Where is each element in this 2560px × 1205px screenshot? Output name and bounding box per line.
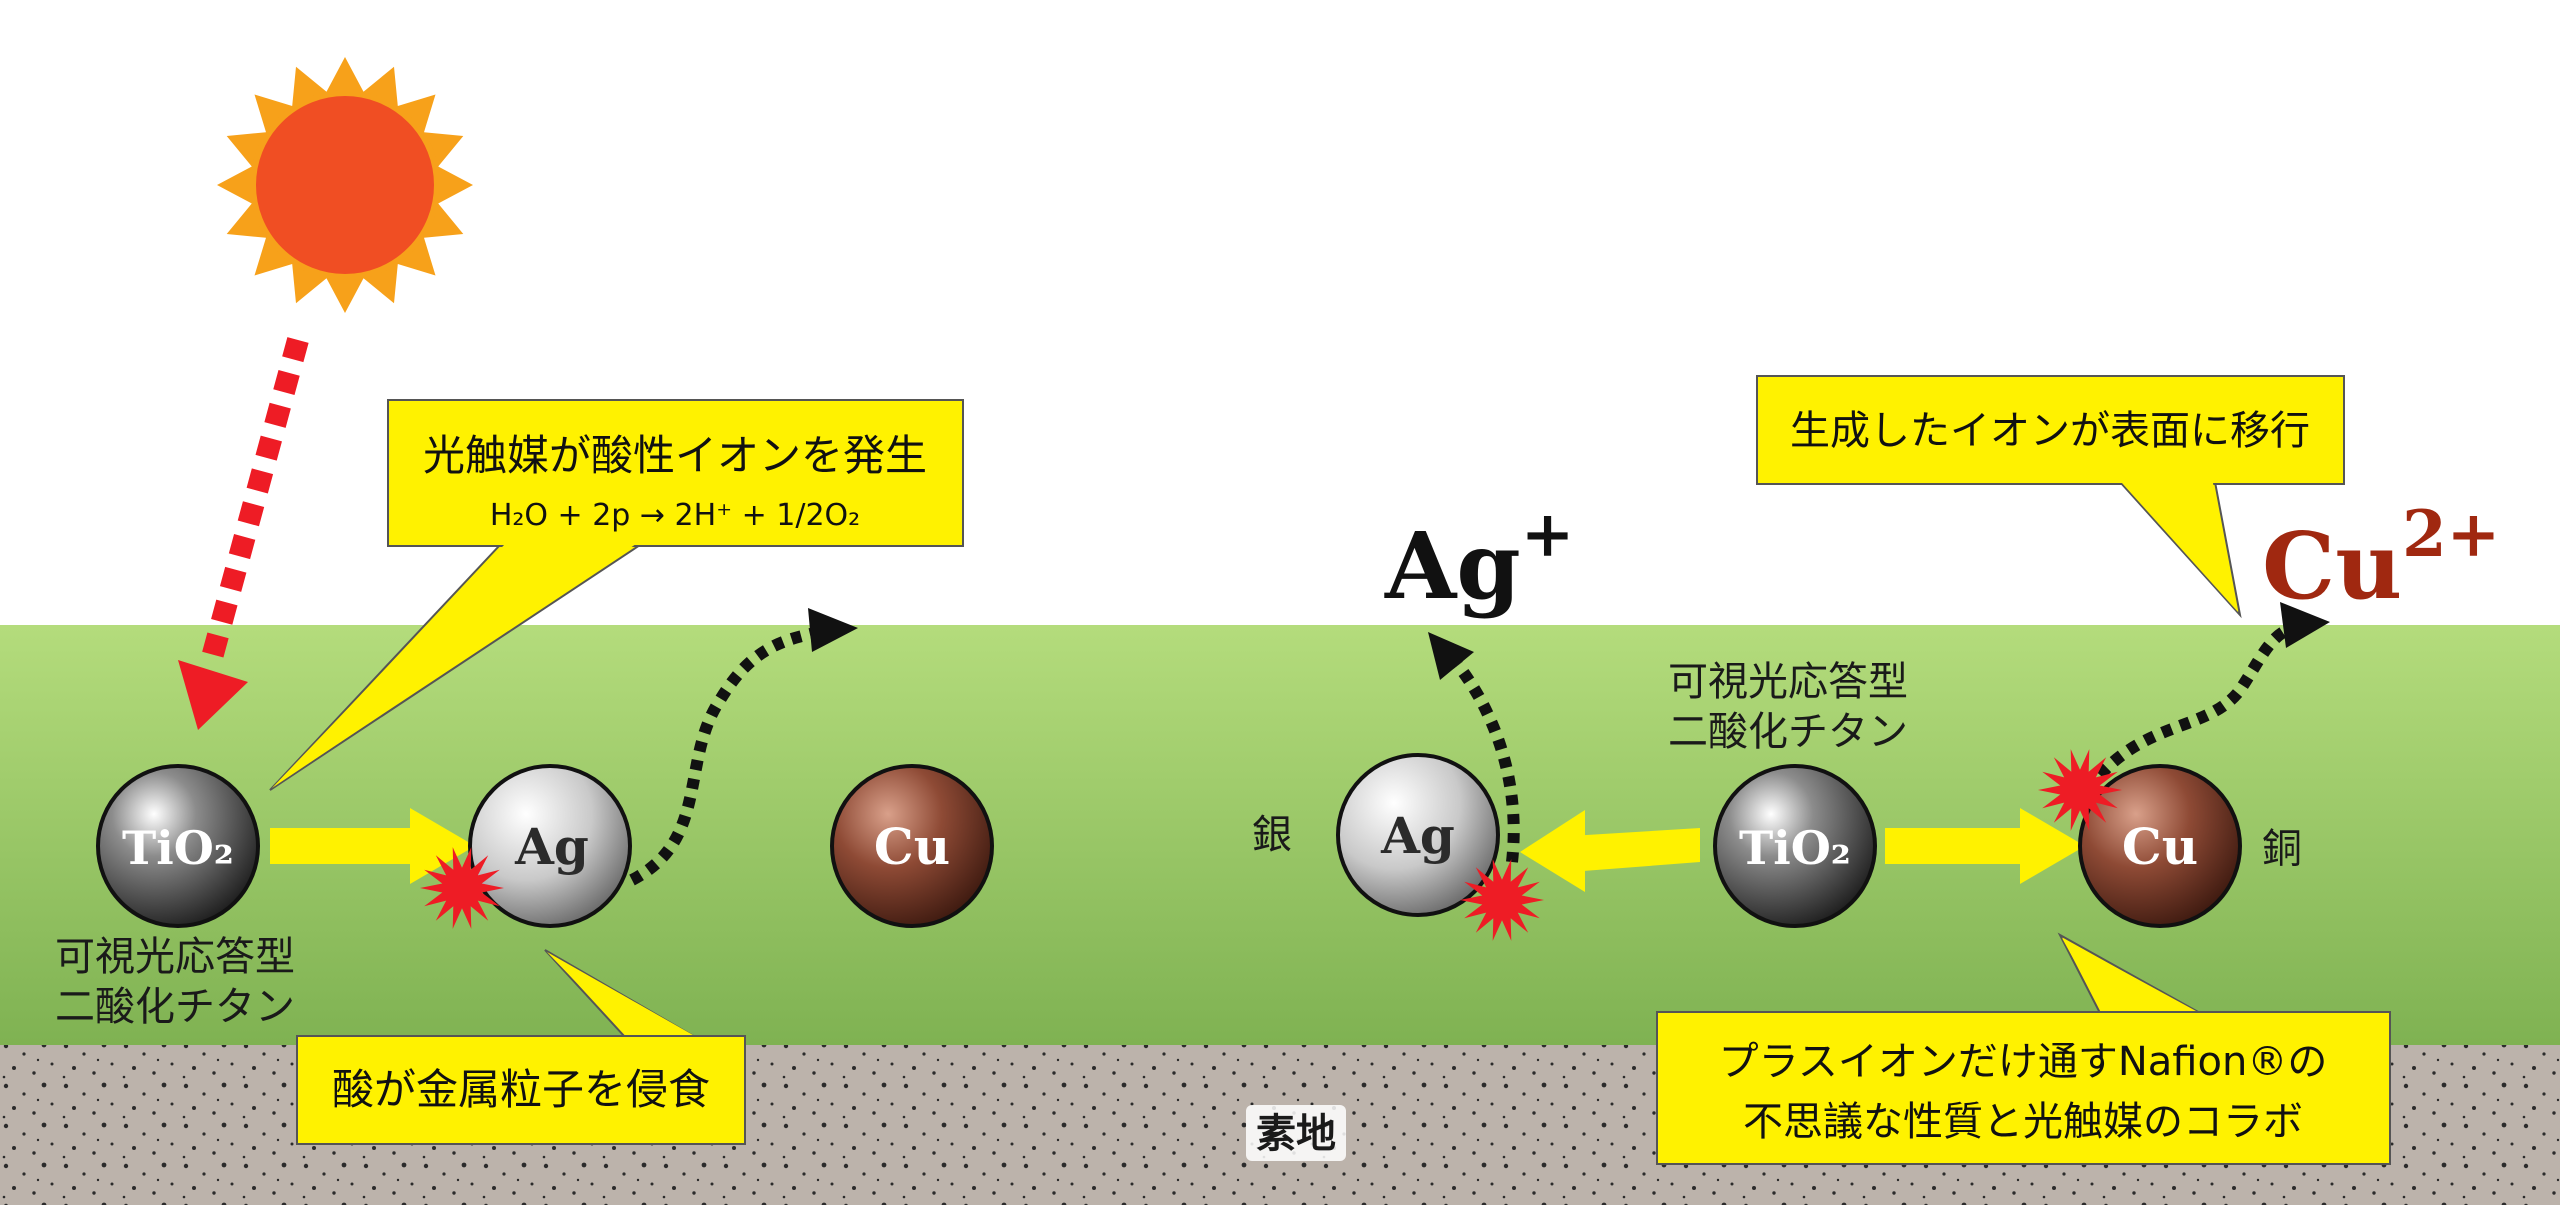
callout-acid-erosion-text: 酸が金属粒子を侵食 — [332, 1065, 710, 1114]
electron-arrow-to-copper — [1885, 808, 2085, 884]
reaction-burst-copper — [2038, 749, 2122, 831]
tio2-label-right-line2: 二酸化チタン — [1668, 709, 1908, 755]
callout-nafion-line2: 不思議な性質と光触媒のコラボ — [1743, 1099, 2303, 1145]
ion-path-silver — [1453, 661, 1520, 863]
callout-ion-migration-text: 生成したイオンが表面に移行 — [1790, 408, 2310, 454]
cu-particle-left: Cu — [830, 764, 994, 928]
tio2-particle-right: TiO₂ — [1713, 764, 1877, 928]
silver-ion-label: Ag+ — [1384, 497, 1574, 620]
electron-arrow-to-silver — [1520, 810, 1700, 892]
sun-icon — [217, 57, 473, 313]
ion-path-left-head — [808, 608, 858, 652]
svg-text:Ag: Ag — [514, 817, 589, 876]
burst-star — [2038, 749, 2122, 831]
callout-nafion: プラスイオンだけ通すNafion®の 不思議な性質と光触媒のコラボ — [1656, 932, 2391, 1165]
svg-text:Cu: Cu — [2122, 817, 2198, 876]
ag-particle-left: Ag — [468, 764, 632, 928]
reaction-burst-left — [420, 847, 504, 929]
callout-acid-erosion: 酸が金属粒子を侵食 — [296, 949, 746, 1145]
cu-particle-right: Cu — [2078, 764, 2242, 928]
svg-text:TiO₂: TiO₂ — [122, 821, 234, 875]
ag-particle-right: Ag — [1336, 753, 1500, 917]
ion-path-copper — [2095, 622, 2295, 780]
tio2-label-line2: 二酸化チタン — [55, 984, 295, 1030]
substrate-label: 素地 — [1256, 1111, 1336, 1157]
callout-photocatalyst-line2: H₂O + 2p → 2H⁺ + 1/2O₂ — [490, 498, 860, 533]
ion-path-left — [629, 626, 822, 886]
ion-path-silver-head — [1428, 632, 1474, 680]
tio2-particle-left: TiO₂ — [96, 764, 260, 928]
copper-label: 銅 — [2262, 826, 2302, 872]
callout-nafion-line1: プラスイオンだけ通すNafion®の — [1719, 1039, 2328, 1085]
burst-star — [420, 847, 504, 929]
copper-ion-label: Cu2+ — [2262, 497, 2500, 620]
light-arrow — [178, 337, 309, 730]
callout-photocatalyst-line1: 光触媒が酸性イオンを発生 — [423, 431, 927, 480]
svg-text:Ag: Ag — [1380, 806, 1455, 865]
tio2-label-line1: 可視光応答型 — [55, 934, 295, 980]
burst-star — [1460, 859, 1544, 941]
tio2-label-right-line1: 可視光応答型 — [1668, 659, 1908, 705]
electron-arrow-left — [270, 808, 475, 884]
callout-ion-migration: 生成したイオンが表面に移行 — [1756, 375, 2345, 619]
svg-text:TiO₂: TiO₂ — [1739, 821, 1851, 875]
silver-label: 銀 — [1252, 812, 1292, 858]
callout-photocatalyst: 光触媒が酸性イオンを発生 H₂O + 2p → 2H⁺ + 1/2O₂ — [269, 399, 964, 791]
reaction-burst-silver — [1460, 859, 1544, 941]
substrate-label-bg — [1246, 1105, 1346, 1161]
svg-text:Cu: Cu — [874, 817, 950, 876]
ion-path-copper-head — [2280, 602, 2330, 648]
